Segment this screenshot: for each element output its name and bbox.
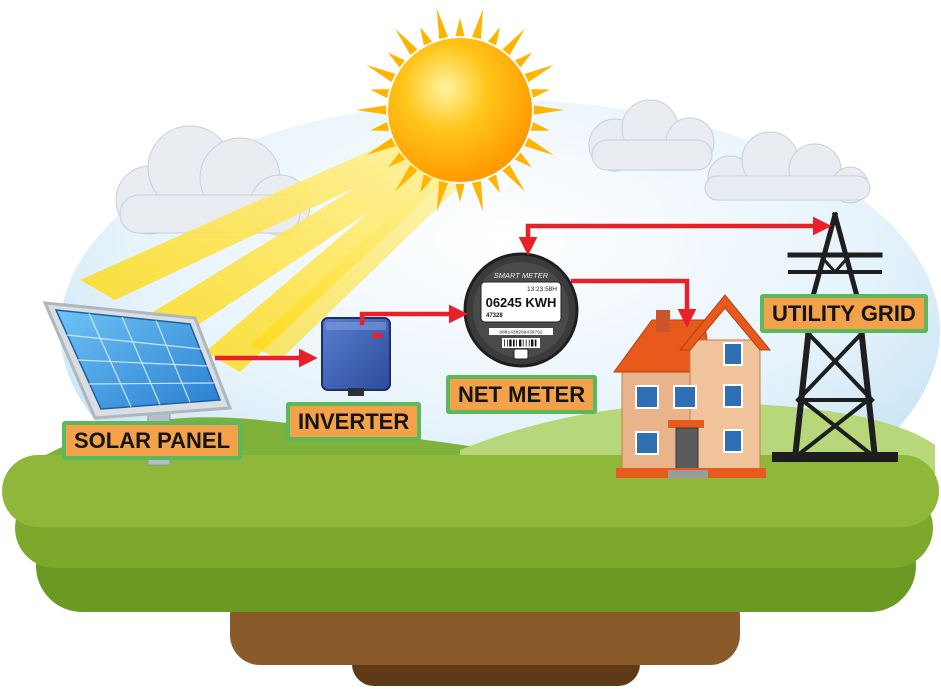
sun-ray bbox=[524, 137, 554, 156]
sun-ray bbox=[395, 28, 418, 56]
sun-ray bbox=[356, 105, 387, 115]
sun-ray bbox=[455, 18, 465, 37]
solar-panel-icon bbox=[42, 301, 233, 466]
sun-ray bbox=[395, 164, 418, 192]
solar-panel-label: SOLAR PANEL bbox=[62, 421, 243, 460]
sun-ray bbox=[502, 164, 525, 192]
sun-ray bbox=[366, 137, 396, 156]
sun-ray bbox=[471, 180, 484, 212]
meter-brand: SMART METER bbox=[494, 271, 549, 280]
sun-ray bbox=[388, 152, 406, 168]
meter-reading: 06245 KWH bbox=[486, 295, 557, 310]
sun-ray bbox=[533, 105, 564, 115]
grass-top bbox=[2, 455, 939, 527]
cloud-icon bbox=[704, 131, 871, 204]
sunbeams bbox=[80, 135, 458, 372]
sun-ray bbox=[487, 27, 500, 46]
sun-ray bbox=[487, 174, 500, 193]
utility-grid-label: UTILITY GRID bbox=[760, 294, 928, 333]
sun-ray bbox=[420, 27, 433, 46]
arrow-meter-to-house bbox=[571, 278, 697, 328]
arrow-meter-grid-bidirectional bbox=[518, 216, 832, 256]
house-icon bbox=[613, 294, 772, 478]
sun-icon bbox=[356, 8, 564, 212]
sun-ray bbox=[436, 8, 449, 40]
smart-meter-icon: SMART METER 13:23:58H 06245 KWH 47328 88… bbox=[463, 252, 579, 368]
inverter-icon bbox=[321, 317, 391, 396]
meter-time: 13:23:58H bbox=[527, 286, 557, 293]
sun-ray bbox=[436, 180, 449, 212]
net-meter-label: NET METER bbox=[446, 375, 598, 414]
cloud-icon bbox=[588, 99, 715, 172]
sun-ray bbox=[455, 183, 465, 202]
sun-ray bbox=[524, 64, 554, 83]
sun-ray bbox=[530, 89, 550, 99]
sun-ray bbox=[502, 28, 525, 56]
sun-ray bbox=[366, 64, 396, 83]
sun-ray bbox=[420, 174, 433, 193]
flow-arrows bbox=[215, 216, 832, 368]
arrow-inverter-to-meter bbox=[359, 304, 468, 325]
sun-ray bbox=[370, 121, 390, 131]
sun-ray bbox=[514, 152, 532, 168]
sun-ray bbox=[514, 52, 532, 68]
meter-barcode bbox=[504, 339, 537, 347]
meter-serial: 8801430268439792 bbox=[499, 330, 543, 336]
sun-ray bbox=[370, 89, 390, 99]
sun-ray bbox=[530, 121, 550, 131]
inverter-label: INVERTER bbox=[286, 402, 422, 441]
sun-ray bbox=[388, 52, 406, 68]
sun-ray bbox=[471, 8, 484, 40]
meter-sub-reading: 47328 bbox=[486, 313, 503, 319]
